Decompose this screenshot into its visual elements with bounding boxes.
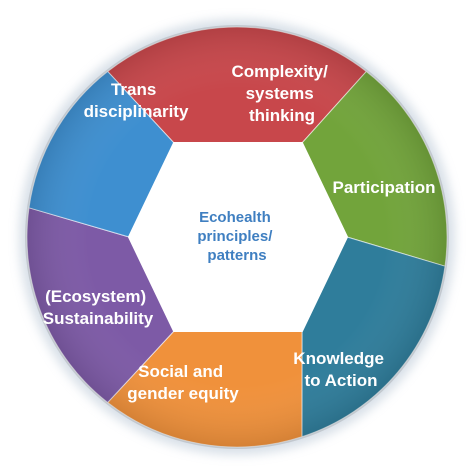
label-trans: Trans disciplinarity xyxy=(84,80,189,121)
label-knowledge: Knowledge to Action xyxy=(293,349,388,390)
label-complexity: Complexity/ systems thinking xyxy=(231,62,332,125)
center-hexagon xyxy=(127,142,349,332)
label-social: Social and gender equity xyxy=(127,362,239,403)
center-label: Ecohealth principles/ patterns xyxy=(197,209,276,264)
label-participation: Participation xyxy=(333,178,436,197)
label-sustainability: (Ecosystem) Sustainability xyxy=(43,287,154,328)
